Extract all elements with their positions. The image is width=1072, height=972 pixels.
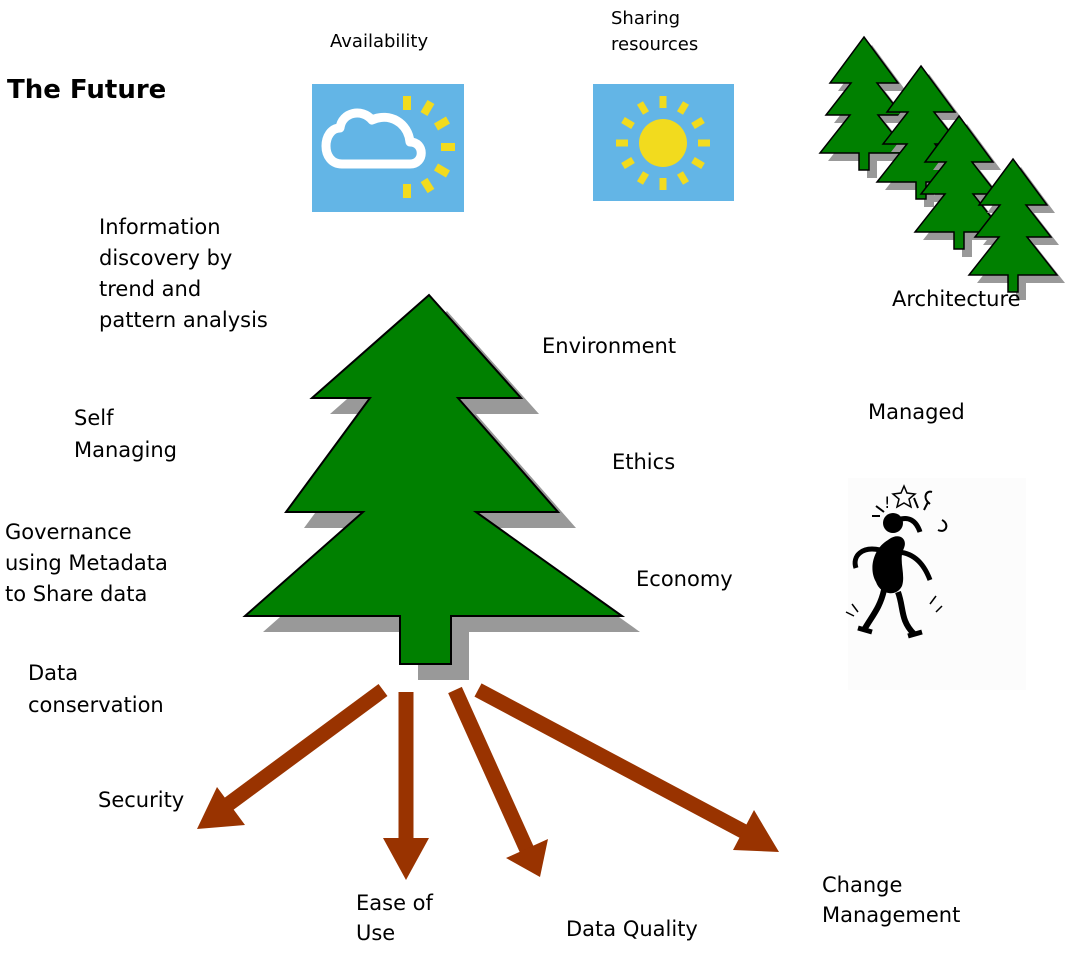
main-tree: [242, 293, 640, 680]
arrow-ease-of-use: [383, 692, 429, 880]
label-architecture: Architecture: [892, 287, 1021, 311]
label-economy: Economy: [636, 567, 733, 591]
arrow-security: [197, 683, 388, 829]
label-managed: Managed: [868, 400, 965, 424]
label-ethics: Ethics: [612, 450, 676, 474]
cloud-icon: [321, 108, 426, 169]
sun-rays-icon: [403, 96, 455, 198]
label-self-managing: Self Managing: [74, 406, 177, 462]
stressed-person-icon: !: [845, 478, 1026, 690]
arrow-data-quality: [448, 686, 548, 877]
availability-tile: [312, 84, 464, 212]
page-title: The Future: [7, 75, 167, 105]
architecture-trees: [819, 36, 1065, 300]
sharing-tile: [593, 84, 734, 201]
label-ease-of-use: Ease of Use: [356, 891, 433, 945]
label-sharing-resources: Sharing resources: [611, 8, 699, 55]
main-tree-canopy: [242, 293, 626, 665]
label-data-quality: Data Quality: [566, 917, 698, 941]
sun-icon: [616, 96, 710, 190]
label-governance: Governance using Metadata to Share data: [5, 520, 168, 606]
label-availability: Availability: [330, 31, 429, 52]
root-arrows: [197, 683, 779, 880]
label-environment: Environment: [542, 334, 677, 358]
label-change-management: Change Management: [822, 873, 961, 927]
label-information-discovery: Information discovery by trend and patte…: [99, 215, 268, 332]
label-security: Security: [98, 788, 185, 812]
label-data-conservation: Data conservation: [28, 661, 164, 717]
svg-text:!: !: [884, 493, 890, 512]
arrow-change-management: [474, 683, 779, 852]
